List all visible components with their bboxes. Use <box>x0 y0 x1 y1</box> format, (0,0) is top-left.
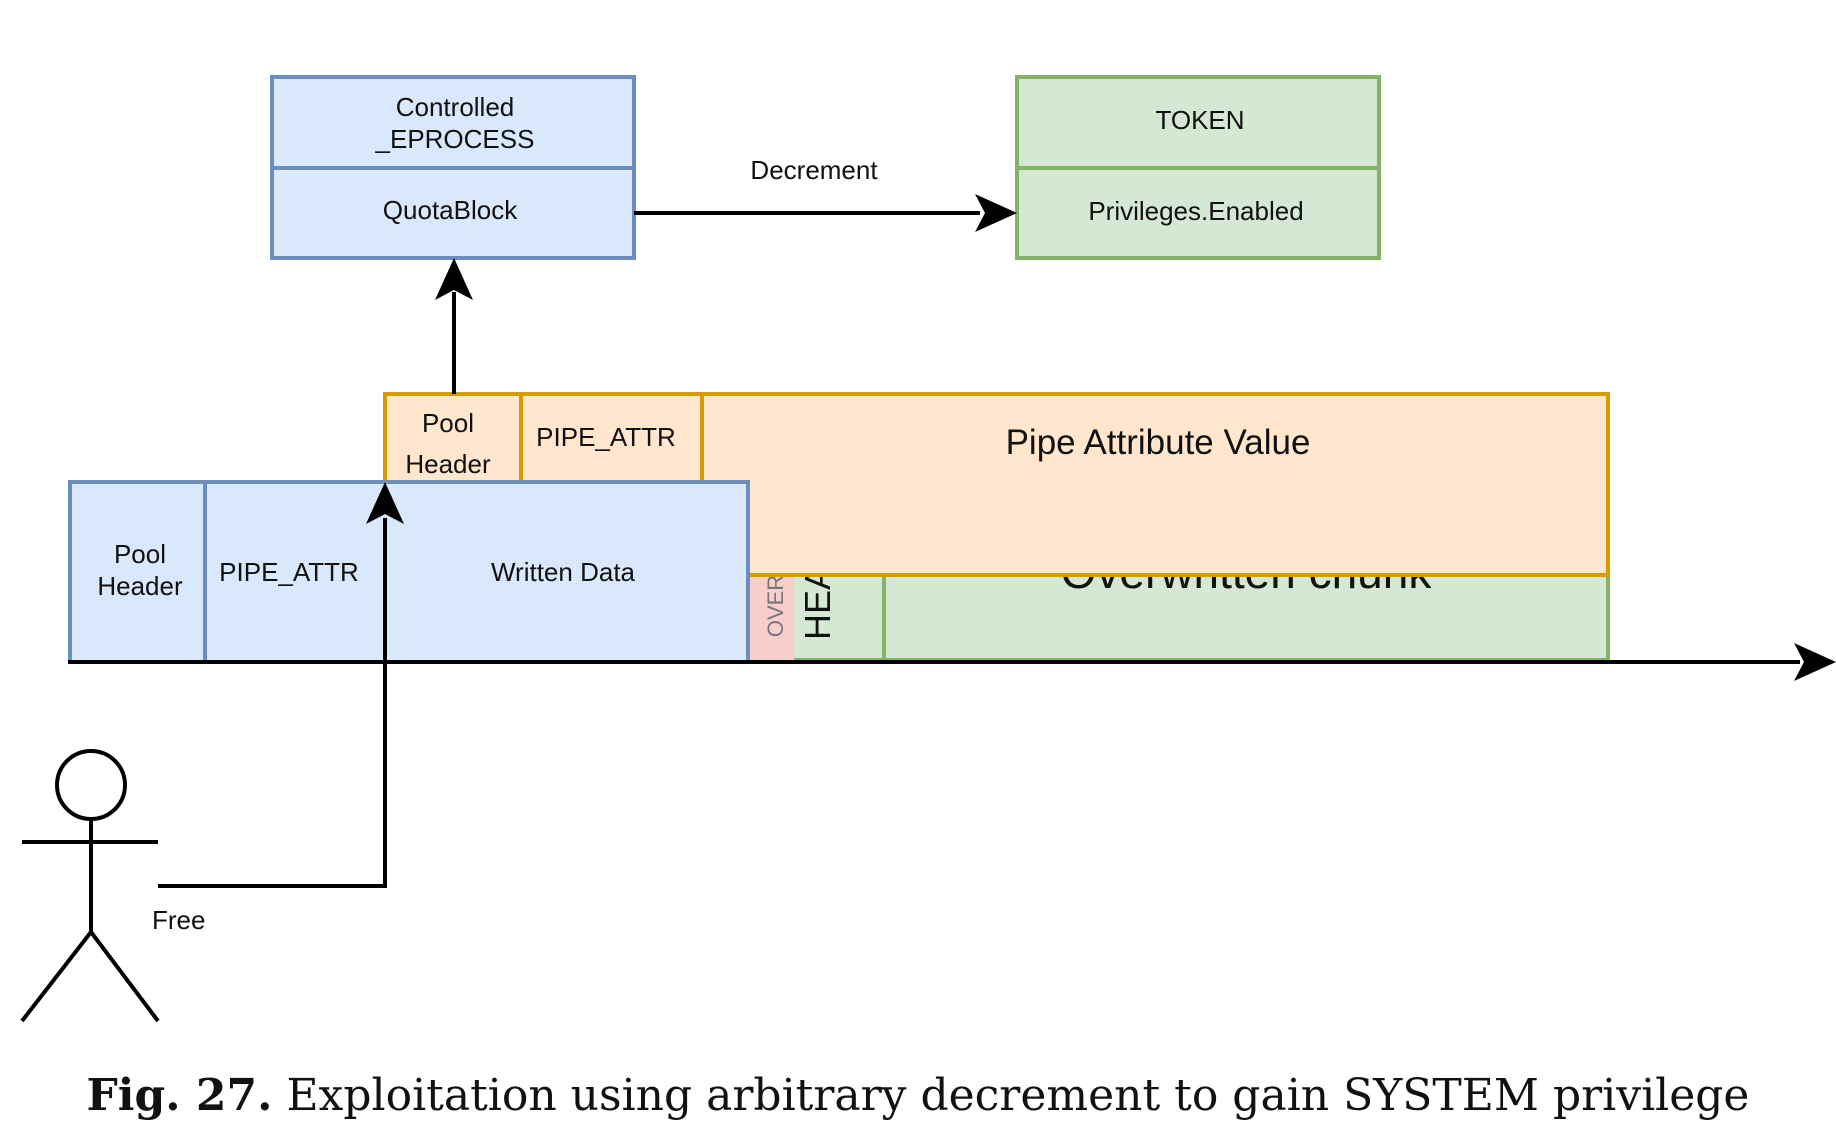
new-pool-header-line2: Header <box>405 449 491 479</box>
token-title: TOKEN <box>1155 105 1244 135</box>
new-pool-header-line1: Pool <box>422 408 474 438</box>
pipe-attribute-value: Pipe Attribute Value <box>1006 423 1311 462</box>
eprocess-box: Controlled _EPROCESS QuotaBlock <box>270 75 636 260</box>
written-pool-header-line1: Pool <box>114 539 166 569</box>
overwritten-chunk-label: Overwritten chunk <box>1061 546 1433 598</box>
written-data-label: Written Data <box>491 557 636 587</box>
free-arrow: Free <box>152 482 404 935</box>
written-chunk: Pool Header PIPE_ATTR Written Data <box>68 480 750 664</box>
decrement-label: Decrement <box>750 155 878 185</box>
written-pipe-attr: PIPE_ATTR <box>219 557 359 587</box>
token-box: TOKEN Privileges.Enabled <box>1015 75 1381 260</box>
eprocess-title-line2: _EPROCESS <box>375 124 535 154</box>
eprocess-title-line1: Controlled <box>396 92 515 122</box>
overwritten-header-label: HEA <box>797 566 838 640</box>
actor-icon <box>20 749 160 1023</box>
figure-number: Fig. 27. <box>86 1070 273 1121</box>
written-pool-header-line2: Header <box>97 571 183 601</box>
overwritten-over-label: OVER <box>763 575 788 637</box>
figure-caption: Fig. 27. Exploitation using arbitrary dec… <box>0 1070 1836 1121</box>
eprocess-quotablock-field: QuotaBlock <box>383 195 518 225</box>
memory-axis-arrow <box>68 643 1836 681</box>
decrement-arrow: Decrement <box>634 155 1017 232</box>
quotablock-pointer-arrow <box>435 258 473 394</box>
token-privileges-field: Privileges.Enabled <box>1088 196 1303 226</box>
figure-caption-text: Exploitation using arbitrary decrement t… <box>286 1070 1750 1121</box>
free-label: Free <box>152 905 205 935</box>
new-pipe-attr: PIPE_ATTR <box>536 422 676 452</box>
